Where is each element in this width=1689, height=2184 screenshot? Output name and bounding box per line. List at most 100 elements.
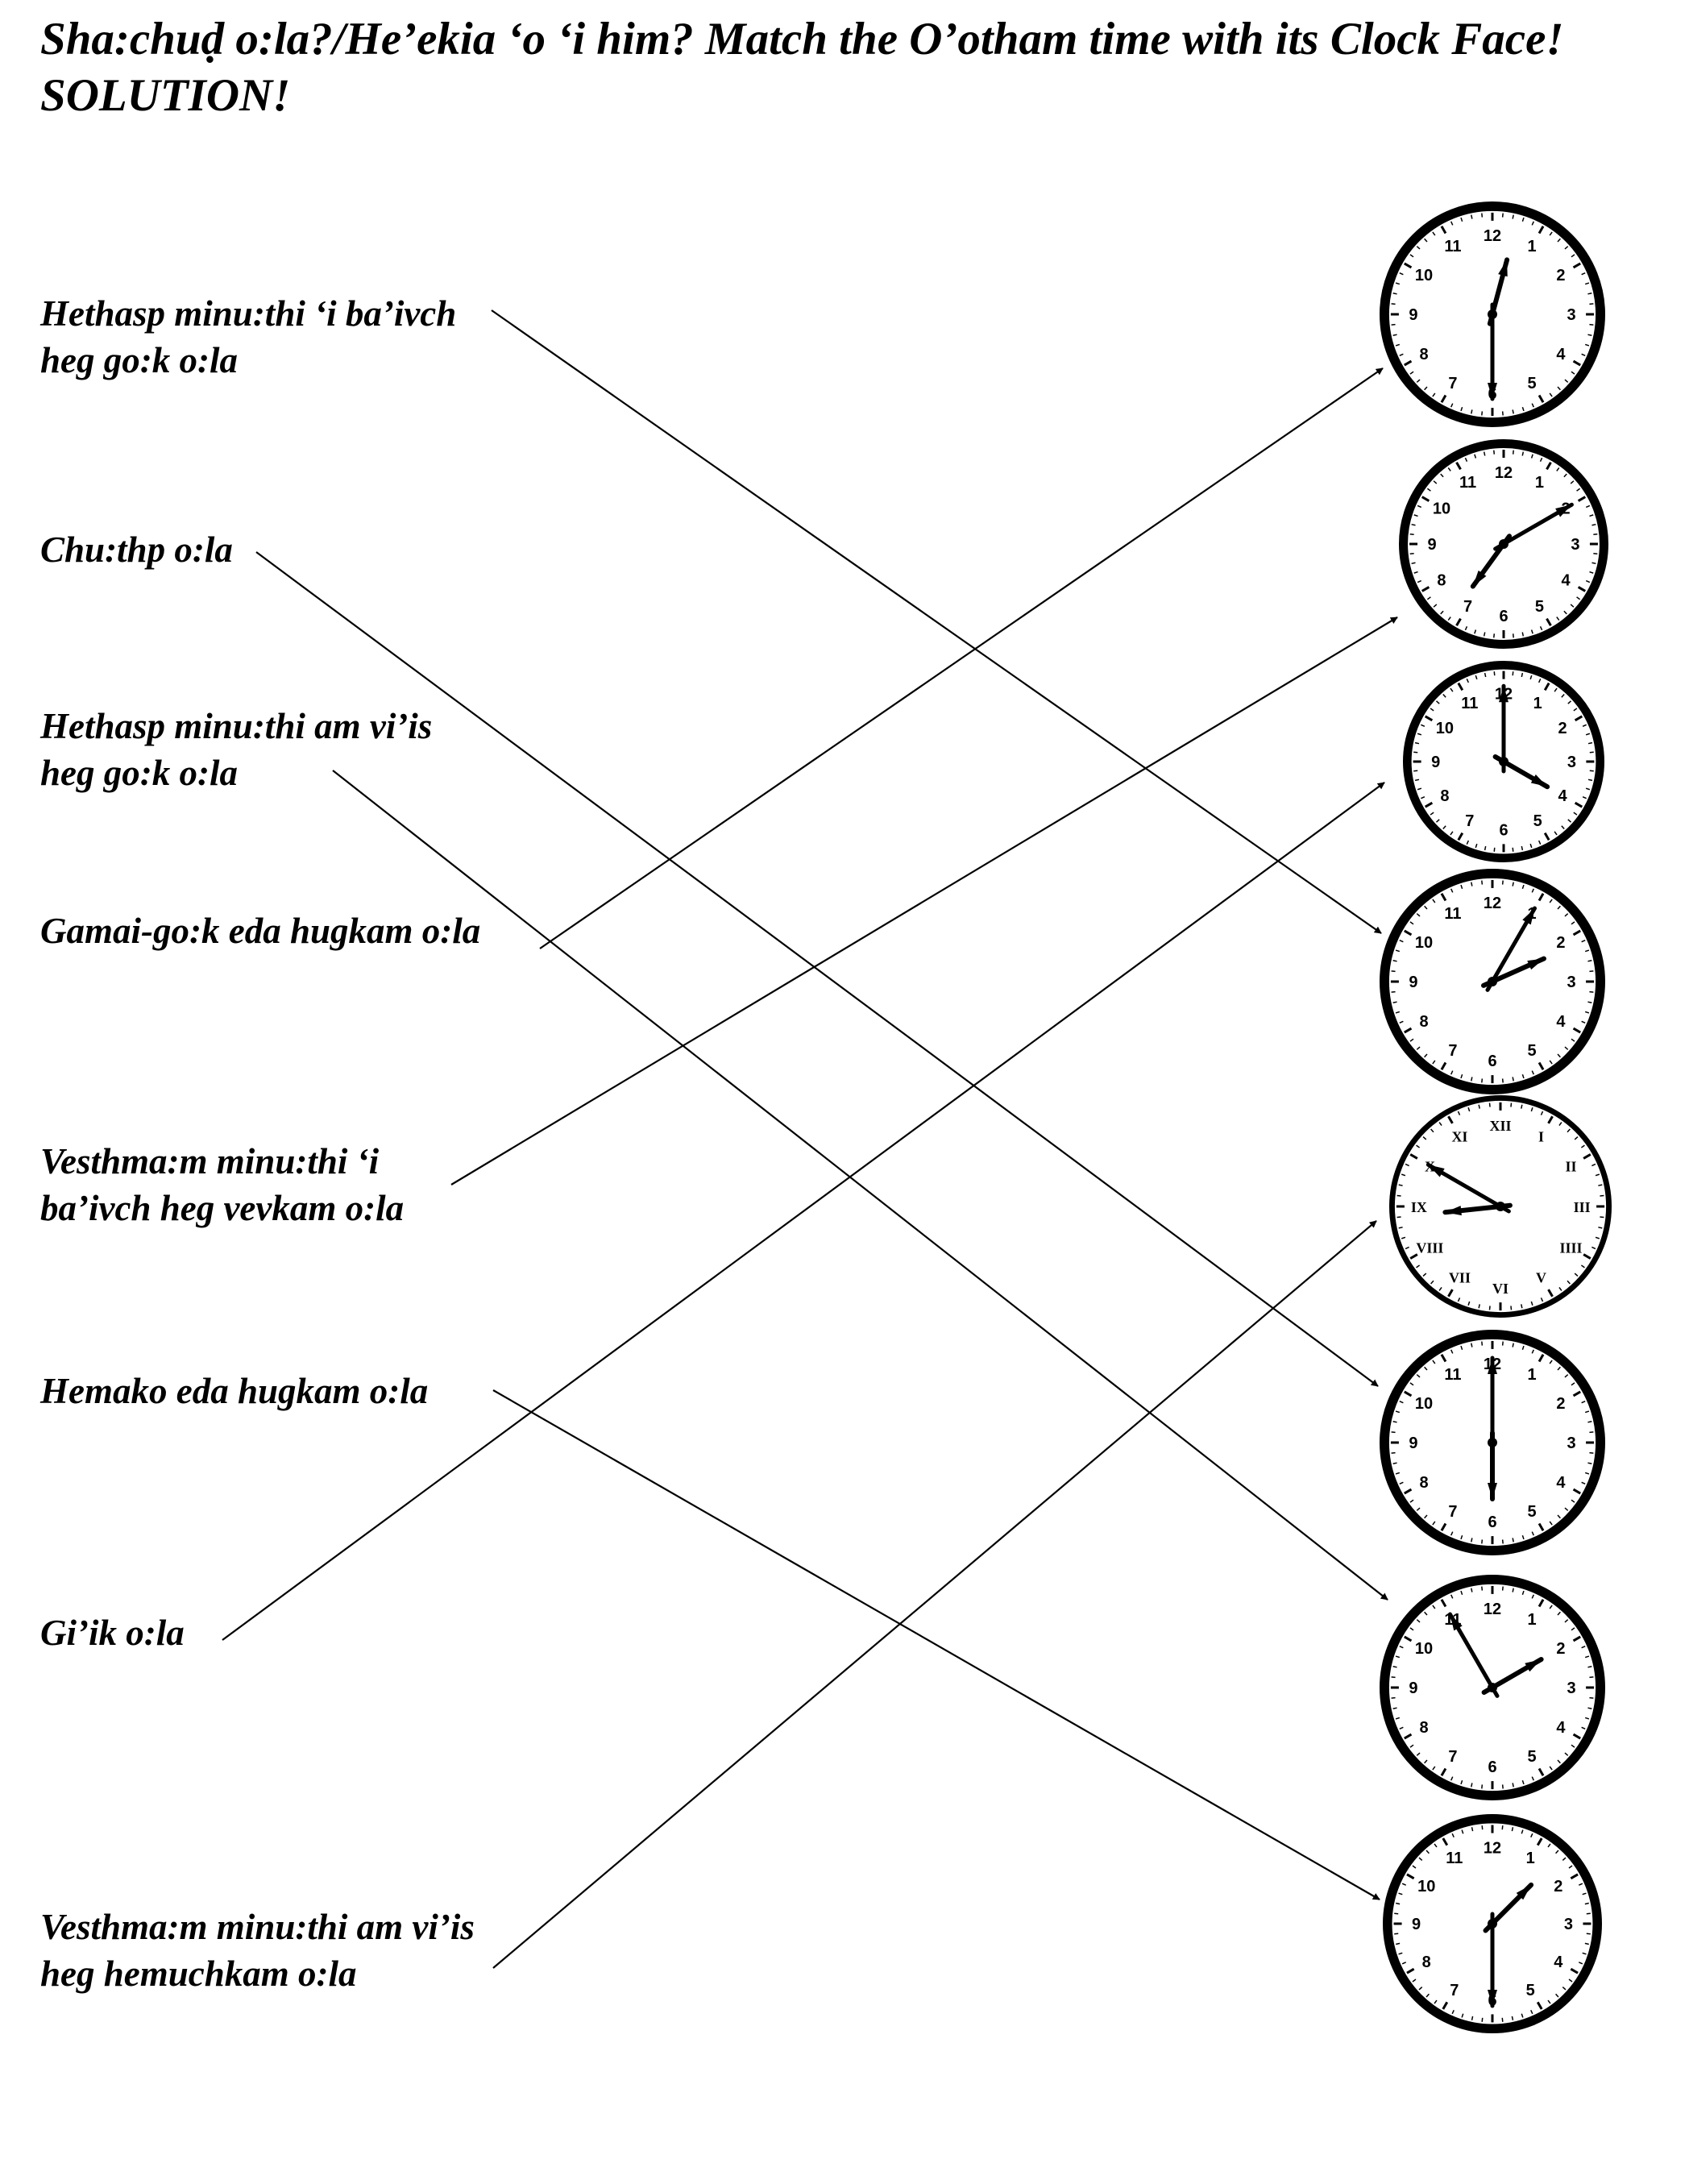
clock-tick <box>1501 2017 1504 2022</box>
clock-tick <box>1425 1993 1430 1998</box>
clock-tick <box>1440 226 1447 235</box>
clock-tick <box>1521 1104 1523 1109</box>
clock-tick <box>1422 1273 1427 1277</box>
clock-tick <box>1510 1102 1513 1107</box>
clock-tick <box>1567 1128 1571 1133</box>
clock-numeral: 5 <box>1533 812 1542 830</box>
clock-tick <box>1549 899 1553 903</box>
clock-tick <box>1543 682 1550 691</box>
clock-numeral: 10 <box>1436 720 1454 737</box>
clock-tick <box>1531 1776 1534 1781</box>
clock-numeral: 7 <box>1448 1748 1457 1766</box>
clock-tick <box>1455 617 1462 627</box>
clock-tick <box>1574 1273 1579 1277</box>
clock-tick <box>1484 845 1487 851</box>
clock-tick <box>1582 1952 1587 1955</box>
clock-tick <box>1549 392 1553 397</box>
clock-tick <box>1549 1605 1553 1609</box>
clock-tick <box>1484 672 1487 678</box>
clock-numeral: 3 <box>1567 1435 1576 1452</box>
clock-tick <box>1582 795 1587 799</box>
clock-tick <box>1409 534 1414 536</box>
clock-numeral: 10 <box>1415 1395 1433 1413</box>
clock-tick <box>1447 1289 1454 1298</box>
clock-tick <box>1440 1522 1447 1531</box>
clock-tick <box>1581 1646 1586 1649</box>
clock-tick <box>1471 882 1473 886</box>
clock-tick <box>1406 1967 1415 1974</box>
clock-tick <box>1457 682 1464 691</box>
clock-tick <box>1564 1046 1569 1050</box>
clock-tick <box>1531 221 1534 226</box>
clock-tick <box>1574 801 1583 808</box>
clock-tick <box>1460 884 1463 890</box>
clock-numeral: 12 <box>1495 464 1513 482</box>
clock-tick <box>1572 1027 1581 1034</box>
clock-tick <box>1572 929 1581 936</box>
clock-numeral: 2 <box>1558 720 1567 737</box>
clock-tick <box>1570 1873 1579 1880</box>
clock-tick <box>1581 353 1586 356</box>
clock-tick <box>1573 812 1578 816</box>
clock-tick <box>1554 687 1558 692</box>
clock-tick <box>1581 272 1586 276</box>
clock-tick <box>1571 1038 1575 1042</box>
clock-tick <box>1432 899 1436 903</box>
clock-tick <box>1549 1360 1553 1364</box>
minute-hand-tip <box>1555 504 1572 517</box>
clock-tick <box>1450 403 1454 408</box>
clock-tick <box>1572 262 1581 269</box>
clock-numeral: IX <box>1411 1199 1427 1215</box>
clock-tick <box>1587 741 1593 745</box>
clock-numeral: 7 <box>1448 1042 1457 1060</box>
clock-tick <box>1547 1289 1554 1298</box>
clock-tick <box>1460 1534 1463 1540</box>
clock-tick <box>1538 1522 1545 1531</box>
clock-tick <box>1591 1246 1596 1250</box>
clock-tick <box>1430 1128 1434 1133</box>
clock-tick <box>1587 1001 1592 1003</box>
clock-pivot <box>1488 1919 1497 1929</box>
clock-tick <box>1568 1865 1573 1869</box>
clock-tick <box>1399 272 1404 276</box>
clock-tick <box>1481 880 1484 885</box>
clock-tick <box>1417 579 1422 583</box>
clock-tick <box>1404 929 1413 936</box>
clock-tick <box>1586 1912 1591 1915</box>
hour-hand-tip <box>1498 260 1508 277</box>
clock-tick <box>1440 1599 1447 1608</box>
clock-numeral: 4 <box>1561 571 1571 589</box>
clock-numeral: 4 <box>1556 346 1566 363</box>
clock-tick <box>1464 457 1468 463</box>
clock-tick <box>1440 1767 1447 1776</box>
clock-numeral: 10 <box>1417 1878 1435 1895</box>
clock-numeral: 1 <box>1527 1366 1536 1384</box>
clock-tick <box>1571 254 1575 258</box>
clock-tick <box>1585 787 1591 791</box>
clock-tick <box>1391 970 1396 973</box>
clock-tick <box>1549 1766 1553 1771</box>
clock-tick <box>1434 1843 1438 1848</box>
clock-tick <box>1562 1857 1567 1861</box>
clock-tick <box>1501 1341 1504 1346</box>
clock-tick <box>1417 504 1422 509</box>
clock-pivot <box>1499 757 1508 766</box>
clock-tick <box>1582 724 1587 728</box>
clock-tick <box>1467 1301 1471 1306</box>
time-label-3: Hethasp minu:thi am vi’is heg go:k o:la <box>40 703 432 796</box>
time-label-1: Hethasp minu:thi ‘i ba’ivch heg go:k o:l… <box>40 290 456 384</box>
clock-tick <box>1391 1696 1396 1699</box>
clock-tick <box>1521 406 1525 412</box>
clock-numeral: XII <box>1489 1118 1511 1134</box>
clock-tick <box>1571 1499 1575 1503</box>
clock-tick <box>1409 1382 1414 1386</box>
clock-tick <box>1450 1070 1454 1075</box>
match-arrows <box>222 309 1398 1969</box>
clock-tick <box>1568 1978 1573 1983</box>
clock-tick <box>1488 1102 1491 1107</box>
clock-numeral: 9 <box>1427 536 1436 554</box>
clock-tick <box>1570 604 1575 608</box>
clock-tick <box>1475 675 1478 680</box>
clock-tick <box>1413 571 1418 574</box>
